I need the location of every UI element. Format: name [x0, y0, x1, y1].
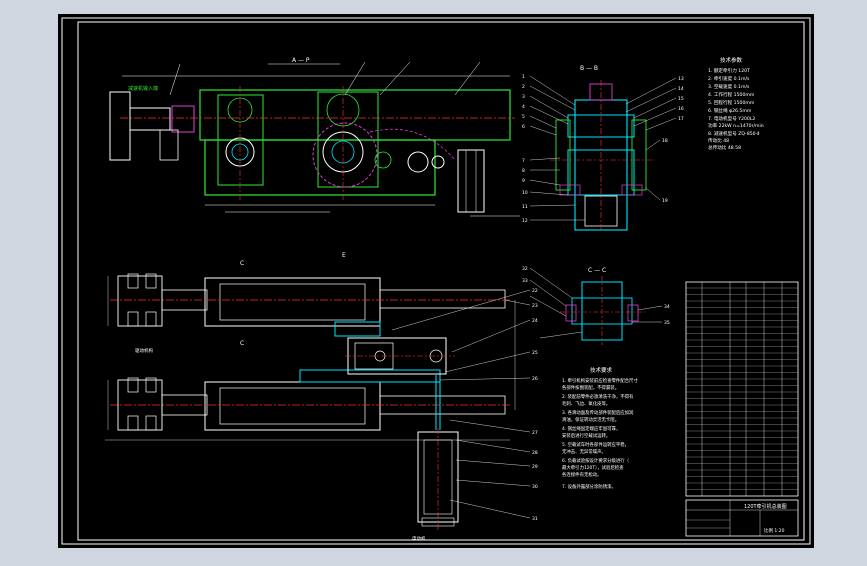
- callout-9: 9: [522, 178, 525, 184]
- tech-param-line: 1. 额定牵引力 120T: [708, 67, 750, 74]
- section-c-view: C — C 32 33 34 35: [522, 266, 670, 345]
- callout-24: 24: [532, 318, 538, 324]
- title-block-scale: 比例 1:20: [764, 527, 785, 534]
- section-c-title: C — C: [588, 267, 606, 274]
- section-c-mark-bottom: C: [240, 340, 244, 347]
- tech-req-line: 2. 装配前零件必须清洗干净，不得有: [562, 393, 634, 400]
- callout-26: 26: [532, 376, 538, 382]
- label-input: 减速机输入端: [128, 85, 158, 92]
- callout-16: 16: [678, 106, 684, 112]
- tech-req-line: 各部件按图装配，不得漏装。: [562, 384, 619, 391]
- title-block-name: 120T牵引机总装图: [744, 503, 787, 510]
- tech-params-block: 技术参数 1. 额定牵引力 120T 2. 牵引速度 0.1m/s 3. 空载速…: [708, 56, 764, 151]
- callout-34: 34: [664, 304, 670, 310]
- label-drive: 驱动机构: [135, 347, 153, 354]
- callout-35: 35: [664, 320, 670, 326]
- tech-param-line: 传动比 48: [708, 137, 729, 144]
- tech-req-line: 7. 设备外露部分涂防锈漆。: [562, 483, 616, 490]
- section-c-mark-top: C: [240, 260, 244, 267]
- tech-req-line: 3. 各滑动面及传动部件装配后应加润: [562, 409, 634, 416]
- callout-2: 2: [522, 84, 525, 90]
- tech-param-line: 8. 减速机型号 ZQ-850-Ⅱ: [708, 130, 760, 137]
- callout-4: 4: [522, 104, 525, 110]
- callout-15: 15: [678, 96, 684, 102]
- tech-req-line: 毛刺、飞边、氧化皮等。: [562, 400, 610, 407]
- tech-param-line: 7. 电动机型号 Y200L2: [708, 115, 755, 122]
- tech-req-line: 5. 空载试车时各部件运转应平稳，: [562, 441, 629, 448]
- callout-32: 32: [522, 266, 528, 272]
- callout-1: 1: [522, 74, 525, 80]
- callout-22: 22: [532, 288, 538, 294]
- tech-req-line: 4. 钢丝绳固定端应牢固可靠，: [562, 425, 620, 432]
- callout-30: 30: [532, 484, 538, 490]
- callout-33: 33: [522, 278, 528, 284]
- label-motor: 电动机: [412, 535, 426, 542]
- tech-param-line: 2. 牵引速度 0.1m/s: [708, 75, 750, 82]
- callout-23: 23: [532, 303, 538, 309]
- title-block: 120T牵引机总装图 比例 1:20: [685, 499, 799, 537]
- tech-param-line: 4. 工作行程 1500mm: [708, 91, 755, 98]
- callout-6: 6: [522, 124, 525, 130]
- section-e-mark: E: [342, 252, 346, 259]
- tech-req-line: 各连接件有无松动。: [562, 471, 602, 478]
- tech-req-line: 安装后进行空载试运转。: [562, 432, 610, 439]
- tech-req-title: 技术要求: [590, 366, 613, 374]
- callout-12: 12: [522, 218, 528, 224]
- section-b-view: B — B 1 2 3 4 5 6: [522, 65, 684, 232]
- tech-req-line: 滑油，保证转动灵活无卡阻。: [562, 416, 619, 423]
- callout-10: 10: [522, 190, 528, 196]
- callout-14: 14: [678, 86, 684, 92]
- tech-param-line: 5. 回程行程 1500mm: [708, 99, 755, 106]
- outer-border: [61, 17, 811, 545]
- tech-req-line: 1. 牵引机构安装前应检查零件配合尺寸: [562, 377, 638, 384]
- tech-param-line: 6. 钢丝绳 φ26.5mm: [708, 107, 752, 114]
- section-b-title: B — B: [580, 65, 598, 72]
- callout-27: 27: [532, 430, 538, 436]
- tech-params-title: 技术参数: [720, 56, 743, 64]
- tech-param-line: 总传动比 48.58: [708, 144, 741, 151]
- callout-17: 17: [678, 116, 684, 122]
- callout-31: 31: [532, 516, 538, 522]
- callout-13: 13: [678, 76, 684, 82]
- tech-req-line: 最大牵引力120T），试验后检查: [562, 464, 624, 471]
- plan-view: C C E: [105, 252, 538, 542]
- tech-param-line: 功率 22kW n=1470r/min: [708, 122, 764, 129]
- callout-7: 7: [522, 158, 525, 164]
- drawing-sheet: [58, 14, 814, 548]
- callout-8: 8: [522, 168, 525, 174]
- callout-18: 18: [662, 138, 668, 144]
- callout-29: 29: [532, 464, 538, 470]
- tech-param-line: 3. 空载速度 0.1m/s: [708, 83, 750, 90]
- section-a-title: A — P: [292, 57, 310, 64]
- tech-req-block: 技术要求 1. 牵引机构安装前应检查零件配合尺寸 各部件按图装配，不得漏装。 2…: [562, 366, 638, 490]
- callout-25: 25: [532, 350, 538, 356]
- callout-28: 28: [532, 450, 538, 456]
- callout-11: 11: [522, 204, 528, 210]
- front-elevation-view: A — P 减速机输入端: [109, 57, 520, 217]
- tech-req-line: 无冲击、无异常噪声。: [562, 448, 606, 455]
- callout-5: 5: [522, 114, 525, 120]
- callout-19: 19: [662, 198, 668, 204]
- inner-border: [77, 21, 805, 541]
- parts-list-table: [685, 281, 799, 497]
- tech-req-line: 6. 负载试验按设计要求分级进行（: [562, 457, 630, 464]
- callout-3: 3: [522, 94, 525, 100]
